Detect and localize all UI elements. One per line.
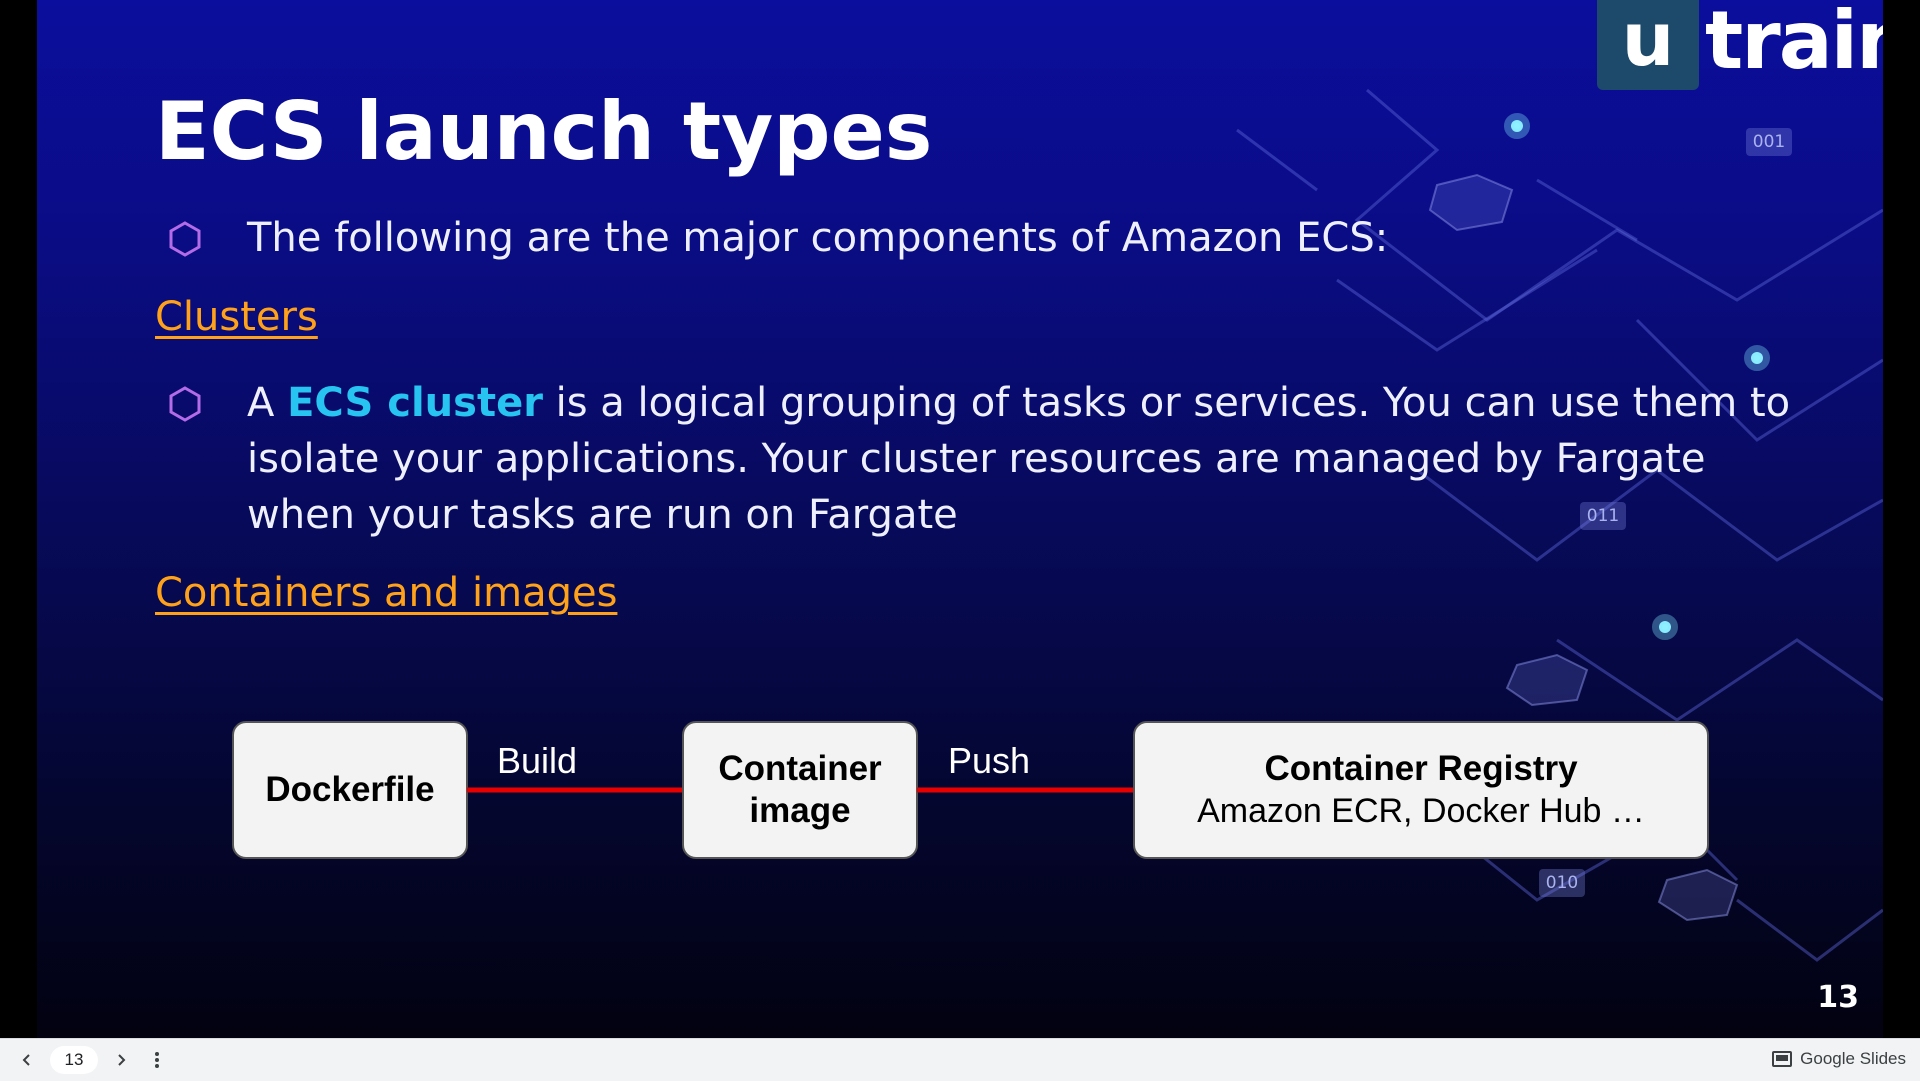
bullet-intro: The following are the major components o…: [247, 215, 1389, 261]
ecs-cluster-highlight: ECS cluster: [287, 380, 543, 426]
logo-mark: u: [1597, 0, 1699, 90]
hexagon-bullet-icon: [169, 386, 201, 422]
chevron-right-icon[interactable]: [108, 1047, 134, 1073]
tag-010: 010: [1539, 869, 1585, 897]
build-edge-label: Build: [497, 740, 578, 781]
section-heading-containers[interactable]: Containers and images: [155, 570, 618, 616]
cluster-text-prefix: A: [247, 380, 288, 426]
container-image-line1: Container: [718, 749, 882, 788]
container-image-node: Container image: [682, 721, 918, 859]
container-registry-node: Container Registry Amazon ECR, Docker Hu…: [1133, 721, 1709, 859]
slides-icon: [1772, 1051, 1793, 1067]
tag-011: 011: [1580, 502, 1626, 530]
google-slides-brand[interactable]: Google Slides: [1772, 1049, 1906, 1069]
container-registry-subtitle: Amazon ECR, Docker Hub …: [1197, 792, 1645, 830]
tag-001: 001: [1746, 128, 1792, 156]
section-heading-clusters[interactable]: Clusters: [155, 294, 318, 340]
more-vert-icon[interactable]: [144, 1047, 170, 1073]
brand-label: Google Slides: [1800, 1049, 1906, 1068]
dockerfile-node: Dockerfile: [232, 721, 468, 859]
bullet-cluster: A ECS cluster is a logical grouping of t…: [247, 375, 1790, 543]
slide-canvas: 001 011 010 u train ECS launch types The…: [37, 0, 1883, 1038]
chevron-left-icon[interactable]: [14, 1047, 40, 1073]
presentation-bottom-bar: 13 Google Slides: [0, 1038, 1920, 1081]
cluster-text-line1: is a logical grouping of tasks or servic…: [542, 380, 1791, 426]
slide-title: ECS launch types: [155, 85, 933, 178]
dockerfile-label: Dockerfile: [265, 770, 435, 809]
hexagon-bullet-icon: [169, 221, 201, 257]
container-registry-title: Container Registry: [1264, 749, 1578, 788]
background-network-decoration: [1236, 88, 1883, 962]
push-edge-label: Push: [948, 740, 1031, 781]
logo-text: train: [1705, 0, 1883, 87]
cluster-text-line3: when your tasks are run on Fargate: [247, 492, 958, 538]
container-image-line2: image: [749, 791, 851, 830]
cluster-text-line2: isolate your applications. Your cluster …: [247, 436, 1706, 482]
current-page-indicator[interactable]: 13: [50, 1046, 98, 1074]
slide-page-number: 13: [1817, 980, 1859, 1015]
